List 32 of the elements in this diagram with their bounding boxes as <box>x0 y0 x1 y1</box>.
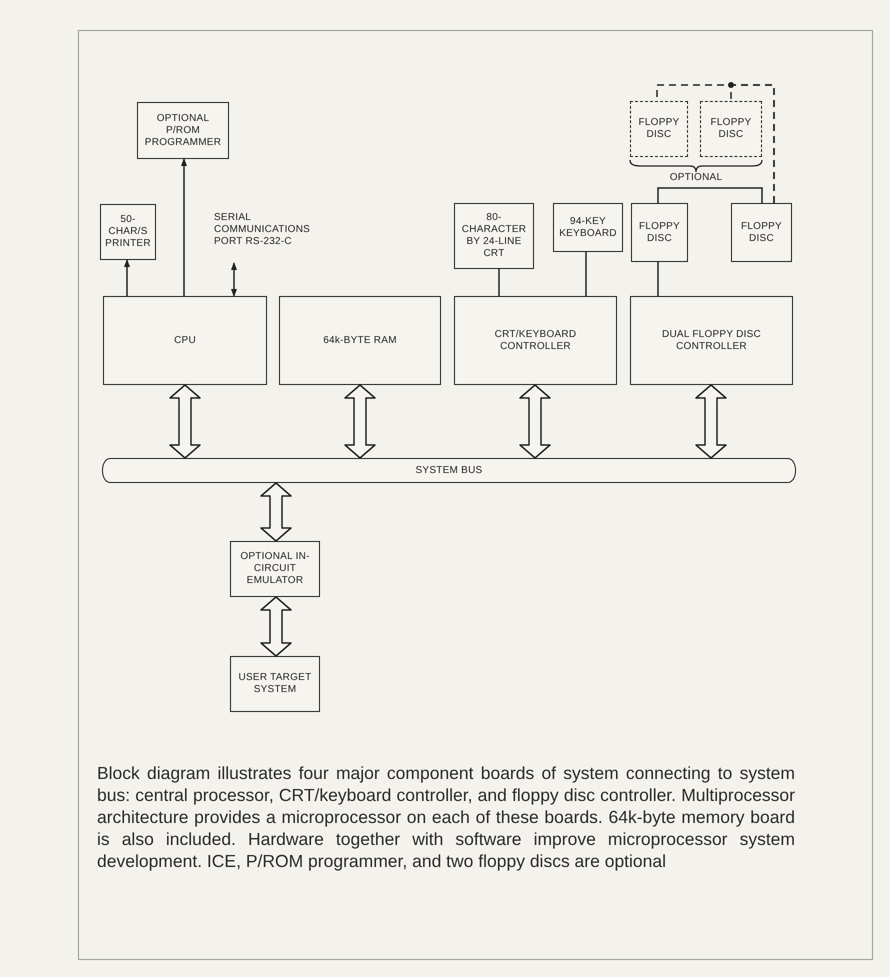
block-box: 94-KEY KEYBOARD <box>553 203 623 252</box>
arrow <box>231 262 237 297</box>
block-box: USER TARGET SYSTEM <box>230 656 320 712</box>
board-box: CRT/KEYBOARD CONTROLLER <box>454 296 617 385</box>
block-box: FLOPPY DISC <box>631 203 688 262</box>
connector-line <box>657 262 659 296</box>
connector-line <box>498 269 500 296</box>
block-box: 50- CHAR/S PRINTER <box>100 204 156 260</box>
block-box: OPTIONAL P/ROM PROGRAMMER <box>137 102 229 159</box>
double-bus-arrow <box>344 384 376 459</box>
board-box: CPU <box>103 296 267 385</box>
optional-label: OPTIONAL <box>668 172 724 184</box>
block-box: FLOPPY DISC <box>731 203 792 262</box>
optional-block-box: FLOPPY DISC <box>630 101 688 157</box>
arrow <box>124 259 130 296</box>
caption: Block diagram illustrates four major component boards of system connecting to system bus: central processor, CRT/keyboard controller, and floppy disc controller. Multiprocessor architecture provides a microprocessor on each of these boards. 64k-byte memory board is also included. Hardware together with software improve microprocessor system development. ICE, P/ROM programmer, and two floppy discs are optional <box>97 762 795 872</box>
double-bus-arrow <box>695 384 727 459</box>
double-bus-arrow <box>519 384 551 459</box>
connector-line <box>657 187 763 203</box>
connector-line <box>730 84 775 203</box>
double-bus-arrow <box>169 384 201 459</box>
board-box: DUAL FLOPPY DISC CONTROLLER <box>630 296 793 385</box>
block-box: 80- CHARACTER BY 24-LINE CRT <box>454 203 534 269</box>
port-label: SERIAL COMMUNICATIONS PORT RS-232-C <box>214 212 332 263</box>
board-box: 64k-BYTE RAM <box>279 296 441 385</box>
double-bus-arrow <box>260 482 292 542</box>
system-bus-pipe: SYSTEM BUS <box>102 458 796 483</box>
optional-block-box: FLOPPY DISC <box>700 101 762 157</box>
block-box: OPTIONAL IN-CIRCUIT EMULATOR <box>230 541 320 597</box>
double-bus-arrow <box>260 596 292 657</box>
arrow <box>181 158 187 296</box>
connector-line <box>585 252 587 296</box>
